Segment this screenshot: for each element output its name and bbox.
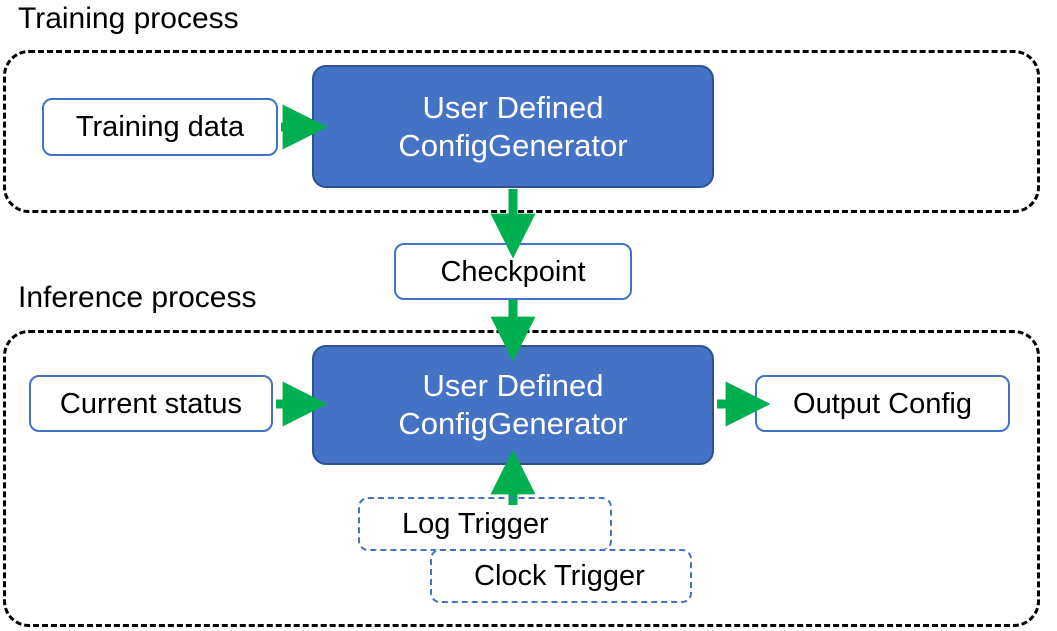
training-process-label: Training process xyxy=(18,2,239,35)
clock-trigger-label: Clock Trigger xyxy=(474,560,645,592)
log-trigger-label: Log Trigger xyxy=(402,508,549,540)
output-config-box[interactable]: Output Config xyxy=(755,375,1010,432)
checkpoint-box[interactable]: Checkpoint xyxy=(394,243,632,300)
current-status-label: Current status xyxy=(59,387,243,420)
training-data-box[interactable]: Training data xyxy=(42,98,278,156)
clock-trigger-box[interactable]: Clock Trigger xyxy=(430,549,692,603)
inference-config-generator-label-line2: ConfigGenerator xyxy=(398,406,628,441)
training-data-label: Training data xyxy=(75,111,245,143)
training-process-container xyxy=(3,50,1040,213)
current-status-box[interactable]: Current status xyxy=(29,375,273,432)
output-config-label: Output Config xyxy=(793,387,972,420)
inference-process-label: Inference process xyxy=(18,281,257,314)
inference-config-generator-label-line1: User Defined xyxy=(422,368,604,403)
checkpoint-label: Checkpoint xyxy=(440,255,586,288)
log-trigger-box[interactable]: Log Trigger xyxy=(358,497,612,551)
training-config-generator-box[interactable]: User Defined ConfigGenerator xyxy=(312,65,714,188)
training-config-generator-label-line2: ConfigGenerator xyxy=(398,127,628,163)
inference-config-generator-box[interactable]: User Defined ConfigGenerator xyxy=(312,345,714,465)
training-config-generator-label-line1: User Defined xyxy=(422,89,604,125)
